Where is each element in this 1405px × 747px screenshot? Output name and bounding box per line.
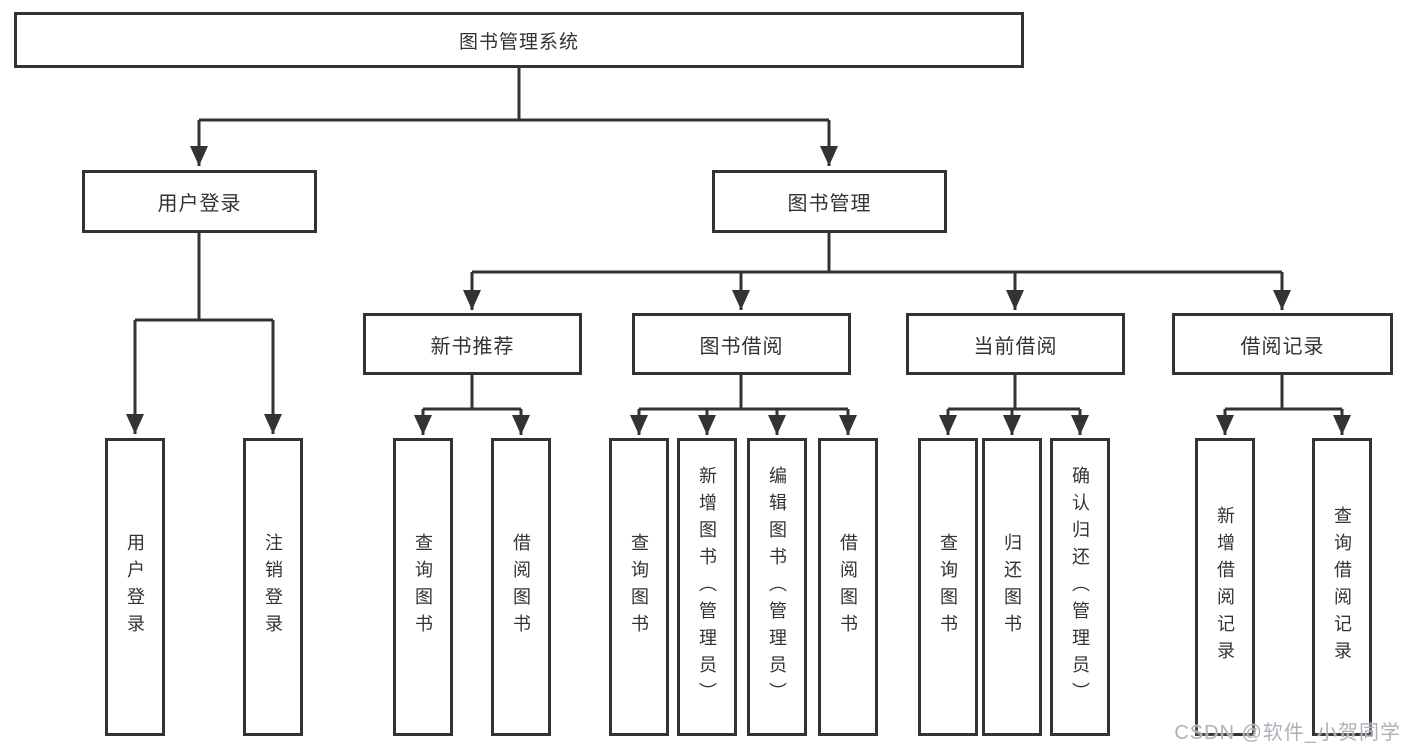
node-book-management: 图书管理: [712, 170, 947, 233]
leaf-add-borrow-record: 新增借阅记录: [1195, 438, 1255, 736]
leaf-query-borrow-record: 查询借阅记录: [1312, 438, 1372, 736]
node-current-borrow: 当前借阅: [906, 313, 1125, 375]
leaf-return-books: 归还图书: [982, 438, 1042, 736]
node-book-borrow: 图书借阅: [632, 313, 851, 375]
node-borrow-records: 借阅记录: [1172, 313, 1393, 375]
leaf-query-books-recommend: 查询图书: [393, 438, 453, 736]
leaf-user-login: 用户登录: [105, 438, 165, 736]
node-root-library-system: 图书管理系统: [14, 12, 1024, 68]
node-new-book-recommend: 新书推荐: [363, 313, 582, 375]
node-user-login: 用户登录: [82, 170, 317, 233]
leaf-logout: 注销登录: [243, 438, 303, 736]
leaf-add-books-admin: 新增图书（管理员）: [677, 438, 737, 736]
leaf-borrow-books-recommend: 借阅图书: [491, 438, 551, 736]
leaf-confirm-return-admin: 确认归还（管理员）: [1050, 438, 1110, 736]
csdn-watermark: CSDN @软件_小贺同学: [1174, 722, 1401, 744]
leaf-edit-books-admin: 编辑图书（管理员）: [747, 438, 807, 736]
leaf-query-books-current: 查询图书: [918, 438, 978, 736]
leaf-query-books-borrow: 查询图书: [609, 438, 669, 736]
leaf-borrow-books: 借阅图书: [818, 438, 878, 736]
